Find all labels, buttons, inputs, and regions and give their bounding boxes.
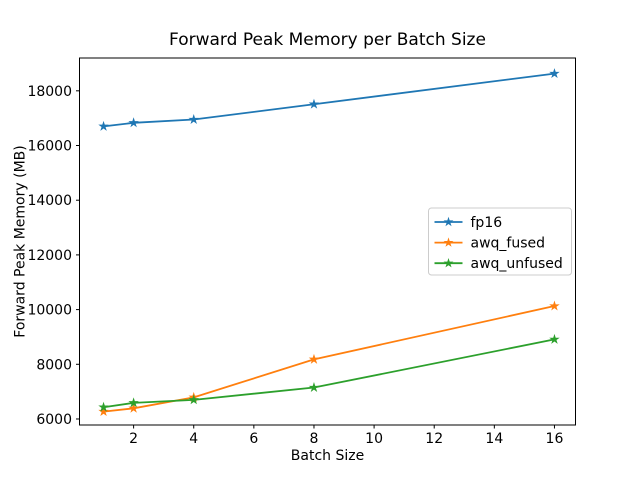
x-axis-label: Batch Size: [291, 448, 364, 464]
series-awq_unfused-marker: [98, 401, 109, 412]
y-tick-label: 12000: [27, 248, 72, 264]
legend-sample-marker: [443, 258, 454, 268]
legend-box: [428, 207, 572, 276]
y-tick-label: 8000: [36, 357, 72, 373]
legend-sample-marker: [443, 237, 454, 247]
plot-area: 2 4 6 8 10 12 14 16 6000 8000 10000 12000 14000 16000…: [27, 57, 576, 447]
x-tick-label: 16: [546, 431, 564, 447]
series-awq_unfused-marker: [308, 382, 320, 392]
series-awq_fused-line: [102, 305, 556, 413]
x-tick-label: 8: [310, 431, 319, 447]
chart-title: Forward Peak Memory per Batch Size: [169, 30, 486, 50]
legend-sample-marker: [443, 216, 454, 227]
legend: fp16 awq_fused awq_unfused: [428, 207, 572, 276]
series-awq_unfused-line: [102, 338, 556, 409]
y-tick-label: 6000: [36, 412, 72, 428]
series-fp16-line: [102, 72, 556, 128]
series-awq_unfused-marker: [549, 333, 560, 344]
legend-label-awq_unfused: awq_unfused: [471, 256, 563, 272]
y-tick-label: 18000: [27, 84, 72, 100]
y-tick-label: 10000: [27, 303, 72, 319]
y-tick-label: 16000: [27, 139, 72, 155]
series-fp16-marker: [128, 117, 139, 128]
y-axis-label: Forward Peak Memory (MB): [13, 145, 29, 337]
x-tick-label: 6: [249, 431, 258, 447]
x-tick-label: 12: [425, 431, 443, 447]
series-awq_fused-marker: [128, 402, 139, 413]
series-awq_fused-marker: [549, 300, 560, 311]
legend-label-awq_fused: awq_fused: [471, 236, 546, 252]
series-awq_fused-marker: [98, 406, 109, 417]
x-tick-label: 14: [485, 431, 503, 447]
y-tick-label: 14000: [27, 193, 72, 209]
series-fp16-marker: [549, 68, 560, 79]
legend-label-fp16: fp16: [471, 215, 503, 231]
series-fp16-marker: [308, 98, 320, 109]
x-tick-label: 10: [365, 431, 383, 447]
series-fp16-marker: [98, 120, 109, 131]
x-tick-label: 4: [189, 431, 198, 447]
axes-spines: [79, 57, 576, 426]
series-awq_fused-marker: [308, 353, 320, 364]
x-tick-label: 2: [129, 431, 138, 447]
series-awq_unfused-marker: [188, 394, 199, 405]
series-awq_unfused-marker: [128, 397, 139, 408]
series-fp16-marker: [188, 114, 199, 124]
